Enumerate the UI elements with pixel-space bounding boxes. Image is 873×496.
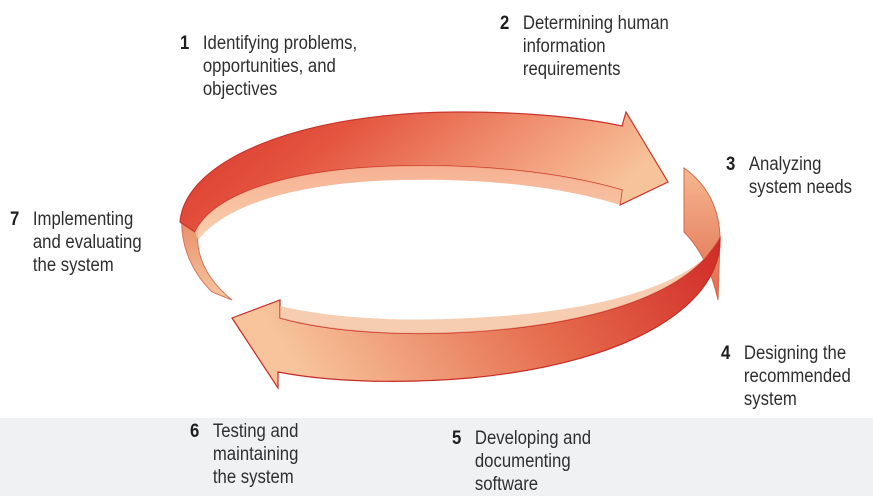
- left-ribbon-wall: [181, 214, 233, 301]
- bottom-background-band: [0, 418, 873, 496]
- step-5-label: Developing and documenting software: [474, 428, 592, 495]
- step-3-label: Analyzing system needs: [748, 154, 853, 198]
- step-7: 7 Implementing and evaluating the system: [10, 208, 142, 277]
- step-5-number: 5: [452, 428, 462, 449]
- step-6-number: 6: [190, 421, 200, 442]
- step-4-number: 4: [721, 343, 731, 364]
- step-1-label: Identifying problems, opportunities, and…: [202, 33, 358, 100]
- step-1-number: 1: [180, 33, 190, 54]
- step-6-label: Testing and maintaining the system: [212, 421, 299, 488]
- bottom-arrow-inner-face: [280, 238, 720, 334]
- step-4: 4 Designing the recommended system: [721, 342, 851, 411]
- step-6: 6 Testing and maintaining the system: [190, 420, 298, 489]
- step-3-number: 3: [726, 154, 736, 175]
- step-2-label: Determining human information requiremen…: [522, 13, 669, 80]
- step-7-number: 7: [10, 209, 20, 230]
- step-3: 3 Analyzing system needs: [726, 153, 852, 199]
- step-2: 2 Determining human information requirem…: [500, 12, 669, 81]
- step-1: 1 Identifying problems, opportunities, a…: [180, 32, 357, 101]
- step-7-label: Implementing and evaluating the system: [32, 209, 142, 276]
- step-5: 5 Developing and documenting software: [452, 427, 591, 496]
- step-2-number: 2: [500, 13, 510, 34]
- step-4-label: Designing the recommended system: [743, 343, 851, 410]
- top-arrow-inner-face: [195, 165, 622, 240]
